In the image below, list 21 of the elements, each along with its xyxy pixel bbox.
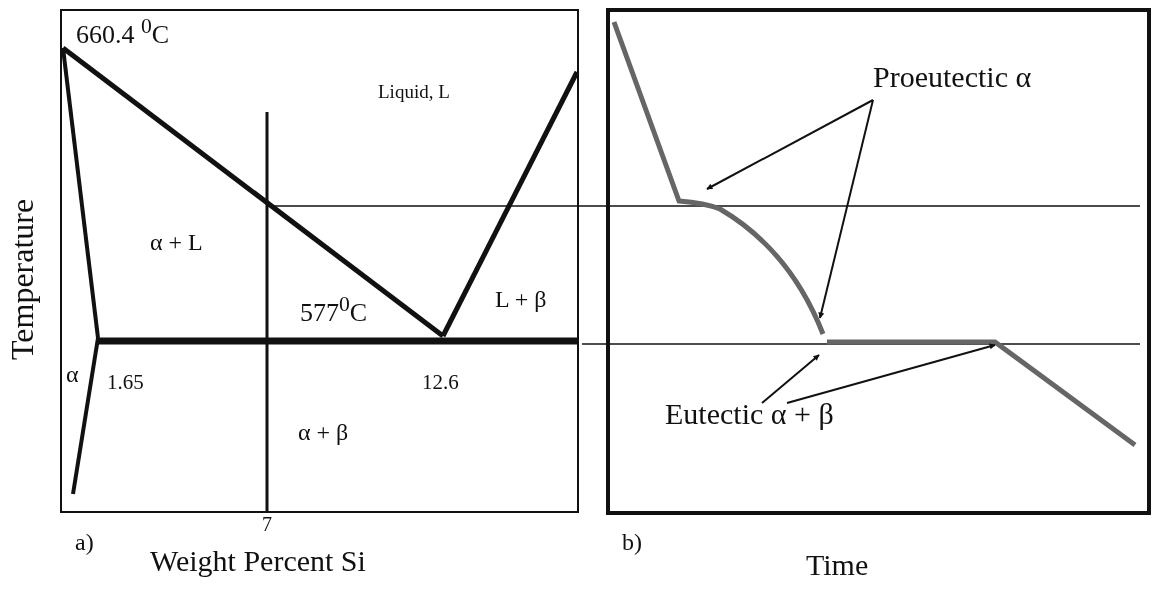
callout-text: Eutectic α + β xyxy=(665,399,834,429)
leader-line xyxy=(786,343,996,404)
axis-title: Time xyxy=(806,550,869,580)
tick-label: 7 xyxy=(262,514,272,534)
panel-label: a) xyxy=(75,530,94,554)
phase-region-label: α + β xyxy=(298,420,349,444)
panel-label: b) xyxy=(622,530,642,554)
leader-line xyxy=(761,354,820,404)
leader-line xyxy=(818,99,874,319)
axis-title: Temperature xyxy=(6,198,38,360)
temperature-label: 660.4 $^{0}$C xyxy=(76,16,170,48)
phase-region-label: α + L xyxy=(150,230,203,254)
composition-label: 1.65 xyxy=(107,372,144,393)
axis-title: Weight Percent Si xyxy=(150,546,366,576)
temperature-label: 577$^{0}$C xyxy=(300,294,368,326)
leader-line xyxy=(706,99,874,190)
phase-region-label: L + β xyxy=(495,287,547,311)
callout-text: Proeutectic α xyxy=(873,62,1032,92)
phase-region-label: Liquid, L xyxy=(378,82,450,101)
composition-label: 12.6 xyxy=(422,372,459,393)
phase-region-label: α xyxy=(66,362,79,386)
